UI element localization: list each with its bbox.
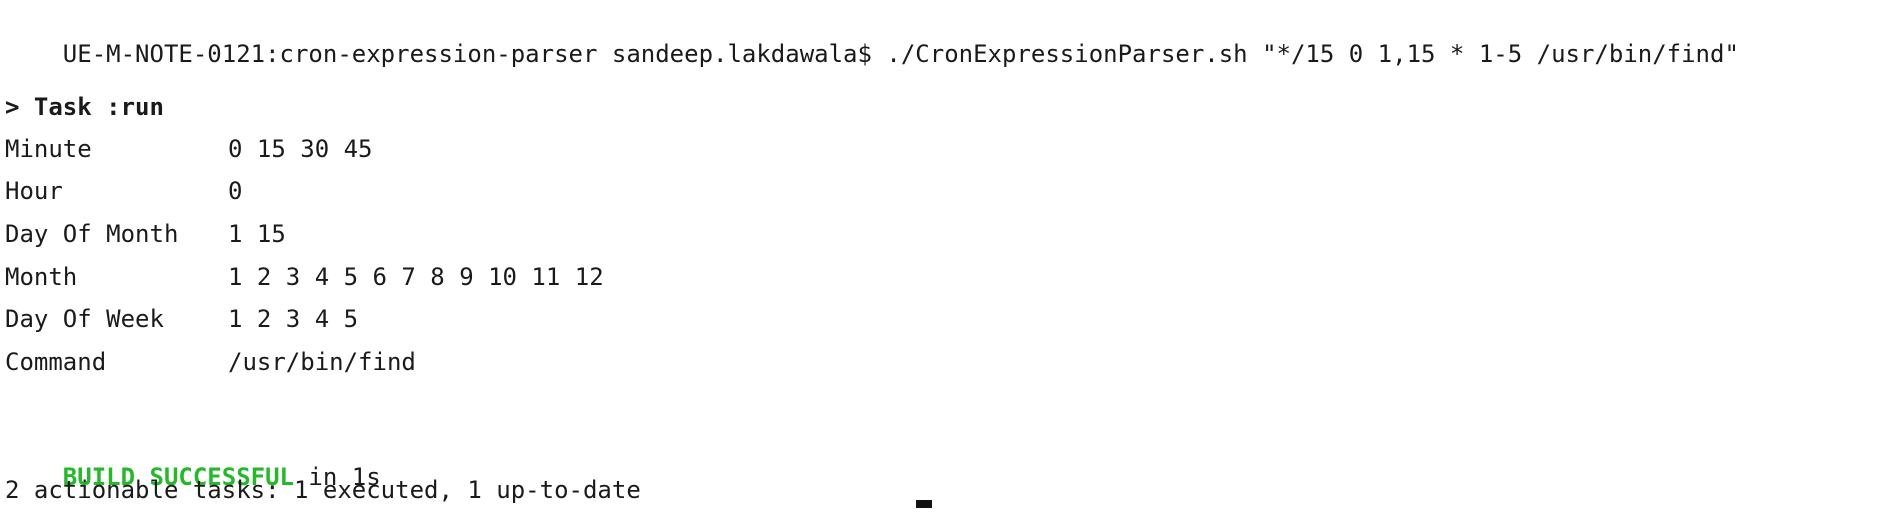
command-line: UE-M-NOTE-0121:cron-expression-parser sa… xyxy=(5,9,1739,68)
terminal-window[interactable]: UE-M-NOTE-0121:cron-expression-parser sa… xyxy=(0,0,1890,508)
text-cursor xyxy=(916,500,932,508)
row-value: 1 2 3 4 5 xyxy=(228,305,359,333)
row-label: Day Of Week xyxy=(5,305,164,333)
build-status: BUILD SUCCESSFUL xyxy=(62,463,294,491)
row-value: 1 15 xyxy=(228,220,286,248)
row-value: /usr/bin/find xyxy=(228,348,416,376)
row-label: Command xyxy=(5,348,107,376)
build-time: in 1s xyxy=(293,463,381,491)
task-summary: 2 actionable tasks: 1 executed, 1 up-to-… xyxy=(5,476,641,504)
row-label: Hour xyxy=(5,177,63,205)
build-result-line: BUILD SUCCESSFUL in 1s xyxy=(5,432,381,491)
row-value: 0 15 30 45 xyxy=(228,135,373,163)
task-header: > Task :run xyxy=(5,93,164,121)
row-label: Minute xyxy=(5,135,92,163)
row-value: 1 2 3 4 5 6 7 8 9 10 11 12 xyxy=(228,263,604,291)
command-text: ./CronExpressionParser.sh "*/15 0 1,15 *… xyxy=(871,40,1739,68)
shell-prompt: UE-M-NOTE-0121:cron-expression-parser sa… xyxy=(62,40,872,68)
row-label: Day Of Month xyxy=(5,220,179,248)
row-label: Month xyxy=(5,263,78,291)
row-value: 0 xyxy=(228,177,243,205)
